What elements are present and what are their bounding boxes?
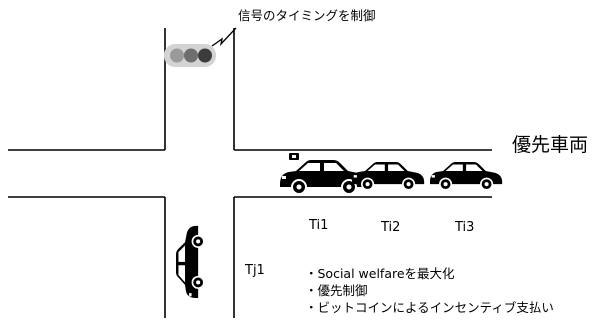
priority-vehicle-label: 優先車両 — [512, 134, 589, 156]
signal-lamp-2 — [184, 48, 198, 63]
car-ti3-icon — [429, 161, 503, 191]
signal-timing-label: 信号のタイミングを制御 — [238, 8, 376, 23]
car-label-tj1: Tj1 — [245, 263, 265, 278]
car-ti1-icon — [279, 153, 369, 195]
signal-lamp-3 — [198, 48, 212, 63]
car-label-ti3: Ti3 — [455, 220, 475, 235]
car-label-ti1: Ti1 — [309, 218, 329, 233]
bullet-list: ・Social welfareを最大化 ・優先制御 ・ビットコインによるインセン… — [305, 265, 554, 316]
car-label-ti2: Ti2 — [381, 220, 401, 235]
bullet-item: ・ビットコインによるインセンティブ支払い — [305, 300, 554, 315]
car-tj1-icon — [175, 225, 205, 299]
bullet-item: ・優先制御 — [305, 283, 368, 298]
signal-callout-line — [211, 27, 237, 47]
signal-lamp-1 — [170, 48, 184, 63]
road-edges — [8, 28, 492, 318]
bullet-item: ・Social welfareを最大化 — [305, 266, 455, 281]
car-ti2-icon — [351, 161, 425, 191]
traffic-signal-icon — [164, 44, 216, 67]
